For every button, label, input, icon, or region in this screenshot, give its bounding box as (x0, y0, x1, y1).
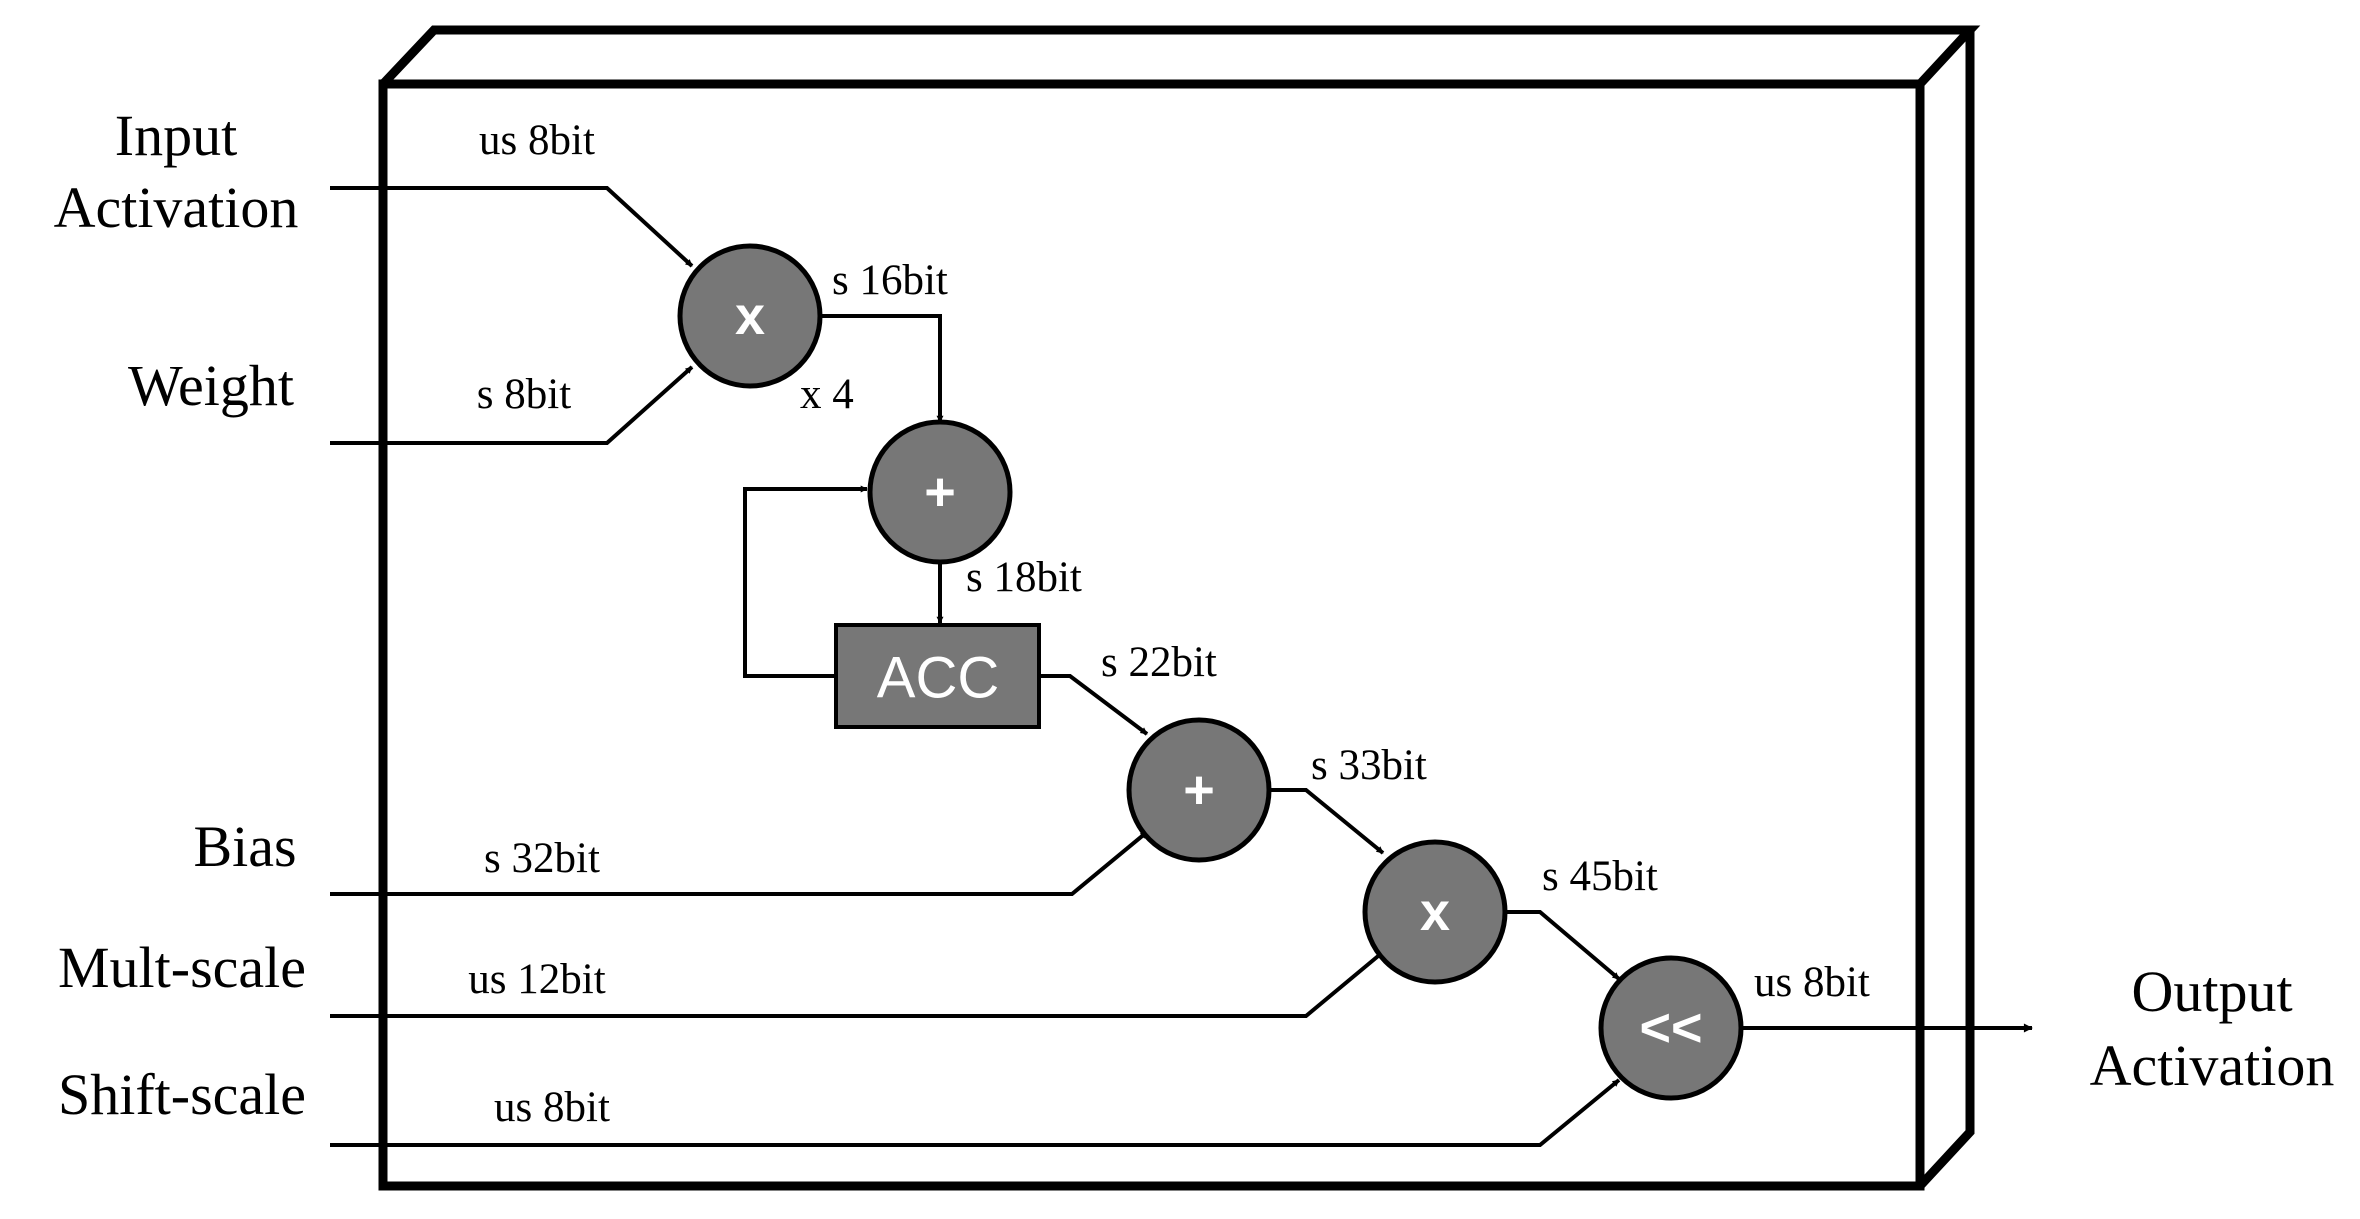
box-side-face (1916, 30, 1975, 1190)
wire-mult1-to-add1 (819, 314, 944, 423)
add2-output-bitwidth: s 33bit (1311, 742, 1427, 789)
bias-bitwidth: s 32bit (484, 835, 600, 882)
input-activation-label-line2: Activation (54, 175, 299, 240)
output-activation-label-line2: Activation (2090, 1033, 2335, 1098)
mult2-symbol: x (1420, 882, 1450, 942)
output-activation-bitwidth: us 8bit (1754, 959, 1870, 1006)
wire-input-activation (330, 186, 694, 268)
wire-mult2-to-shift (1505, 910, 1621, 981)
mult2-circle (1362, 839, 1508, 985)
mult1-circle (677, 243, 823, 389)
wire-bias (330, 830, 1149, 896)
mult2-output-bitwidth: s 45bit (1542, 853, 1658, 900)
mult1-symbol: x (735, 286, 765, 346)
wire-mult-scale (330, 950, 1385, 1018)
mult-scale-label: Mult-scale (58, 935, 306, 1000)
add1-node: + (867, 419, 1013, 565)
wire-add2-to-mult2 (1269, 788, 1385, 855)
add2-symbol: + (1183, 760, 1215, 820)
processing-unit-box (378, 25, 1981, 1191)
wire-acc-to-add2 (1039, 674, 1149, 736)
shift-symbol: << (1639, 998, 1702, 1058)
box-top-face (379, 25, 1981, 88)
weight-bitwidth: s 8bit (477, 371, 571, 418)
acc-output-bitwidth: s 22bit (1101, 639, 1217, 686)
bit-width-labels: us 8bit s 8bit s 16bit x 4 s 18bit s 22b… (468, 117, 1870, 1131)
add2-circle (1126, 717, 1272, 863)
input-activation-bitwidth: us 8bit (479, 117, 595, 164)
mult1-output-bitwidth: s 16bit (832, 257, 948, 304)
input-activation-label-line1: Input (115, 103, 237, 168)
shift-node: << (1598, 955, 1744, 1101)
box-front-face (378, 79, 1925, 1191)
acc-box (834, 623, 1041, 729)
datapath-wires (330, 186, 2033, 1147)
mult1-node: x (677, 243, 823, 389)
output-activation-label-line1: Output (2131, 959, 2292, 1024)
shift-scale-bitwidth: us 8bit (494, 1084, 610, 1131)
mult1-count: x 4 (800, 371, 854, 418)
add1-output-bitwidth: s 18bit (966, 554, 1082, 601)
add2-node: + (1126, 717, 1272, 863)
mult2-node: x (1362, 839, 1508, 985)
weight-label: Weight (128, 353, 294, 418)
shift-circle (1598, 955, 1744, 1101)
shift-scale-label: Shift-scale (58, 1062, 306, 1127)
add1-circle (867, 419, 1013, 565)
acc-label: ACC (877, 646, 999, 711)
acc-register: ACC (834, 623, 1041, 729)
add1-symbol: + (924, 462, 956, 522)
wire-acc-feedback (743, 485, 868, 678)
mult-scale-bitwidth: us 12bit (468, 956, 605, 1003)
external-labels: Input Activation Weight Bias Mult-scale … (54, 103, 2335, 1127)
bias-label: Bias (193, 814, 296, 879)
wire-shift-scale (330, 1078, 1621, 1147)
wire-weight (330, 365, 694, 445)
